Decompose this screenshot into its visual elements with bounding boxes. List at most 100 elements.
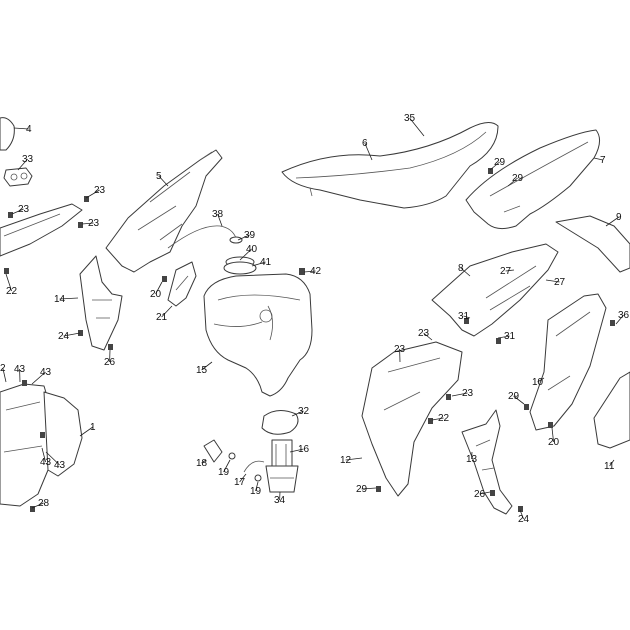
callout-18: 18 <box>196 458 208 469</box>
hardware-bolts <box>4 168 615 512</box>
callout-number: 17 <box>234 477 246 488</box>
callout-number: 32 <box>298 406 310 417</box>
callout-number: 6 <box>362 138 368 149</box>
callout-number: 14 <box>54 294 66 305</box>
leader-line <box>479 491 491 495</box>
leader-line <box>158 175 169 187</box>
callout-23: 23 <box>11 204 30 215</box>
callout-13: 13 <box>466 451 478 465</box>
leader-line <box>201 361 213 371</box>
part-fuel-tank <box>203 273 313 397</box>
callout-number: 23 <box>462 388 474 399</box>
leader-line <box>223 459 231 473</box>
leader-line <box>237 234 250 241</box>
callout-number: 11 <box>604 461 615 472</box>
callout-number: 24 <box>518 514 530 525</box>
callout-33: 33 <box>17 154 34 171</box>
callout-29: 29 <box>356 484 377 495</box>
callout-number: 20 <box>548 437 560 448</box>
leader-line <box>81 222 94 225</box>
leader-line <box>519 509 524 520</box>
callout-number: 40 <box>246 244 258 255</box>
callout-26: 26 <box>474 489 491 500</box>
part-fuel-cap <box>223 236 257 275</box>
leader-line <box>289 448 304 453</box>
callout-42: 42 <box>303 266 322 277</box>
callout-41: 41 <box>251 257 272 268</box>
leader-line <box>551 427 554 443</box>
leader-line <box>605 216 620 227</box>
leader-line <box>13 127 29 130</box>
callout-number: 21 <box>156 312 168 323</box>
callout-number: 20 <box>150 289 162 300</box>
leader-line <box>41 447 46 463</box>
callout-23: 23 <box>418 328 433 341</box>
callout-number: 28 <box>38 498 50 509</box>
callout-number: 23 <box>94 185 106 196</box>
part-breather-hose <box>167 225 237 249</box>
part-side-bracket-21 <box>167 261 197 307</box>
callout-29: 29 <box>489 157 506 171</box>
callout-16: 16 <box>289 444 310 455</box>
callout-17: 17 <box>234 473 247 488</box>
leader-line <box>239 473 247 483</box>
callout-43: 43 <box>31 367 52 385</box>
callout-20: 20 <box>150 281 163 300</box>
callout-20: 20 <box>548 427 560 448</box>
part-seat <box>281 122 499 209</box>
callout-number: 43 <box>40 367 52 378</box>
callout-27: 27 <box>500 266 515 277</box>
leader-line <box>345 457 363 461</box>
leader-line <box>545 279 560 283</box>
callout-number: 23 <box>18 204 30 215</box>
leader-line <box>201 459 207 464</box>
bolt-42 <box>299 268 305 275</box>
leader-line <box>161 305 173 318</box>
callout-11: 11 <box>604 459 615 472</box>
part-headlight-mask <box>0 117 15 151</box>
callout-38: 38 <box>212 209 224 227</box>
part-fuel-hose <box>243 460 265 473</box>
leader-line <box>217 213 223 227</box>
callout-number: 23 <box>394 344 406 355</box>
leader-line <box>537 377 545 383</box>
callout-number: 19 <box>218 467 230 478</box>
callout-22: 22 <box>431 413 450 424</box>
callout-35: 35 <box>404 113 425 137</box>
callout-number: 31 <box>458 311 470 322</box>
callout-6: 6 <box>362 138 373 161</box>
callout-29: 29 <box>507 173 524 187</box>
callout-31: 31 <box>497 331 516 342</box>
leader-line <box>255 481 259 492</box>
callout-43: 43 <box>45 451 66 471</box>
callout-number: 27 <box>554 277 566 288</box>
leader-line <box>31 502 44 509</box>
callout-39: 39 <box>237 230 256 241</box>
callout-number: 26 <box>104 357 116 368</box>
callout-layer: 4332323232251424263839404142202115635292… <box>0 113 630 525</box>
leader-line <box>505 269 515 272</box>
leader-line <box>2 367 7 383</box>
callout-10: 10 <box>532 377 545 388</box>
callout-15: 15 <box>196 361 213 376</box>
leader-line <box>303 270 316 273</box>
leader-line <box>609 459 615 467</box>
leader-line <box>45 451 60 466</box>
callout-19: 19 <box>250 481 262 497</box>
part-frame-guard-left <box>79 255 123 351</box>
callout-number: 22 <box>6 286 18 297</box>
leader-line <box>507 177 518 187</box>
leader-line <box>59 297 79 300</box>
leader-line <box>17 158 28 171</box>
callout-1: 1 <box>79 422 96 437</box>
leader-line <box>431 417 444 421</box>
callout-2: 2 <box>0 363 7 383</box>
callout-number: 22 <box>438 413 450 424</box>
callout-number: 10 <box>532 377 544 388</box>
callout-26: 26 <box>104 349 116 368</box>
leader-line <box>79 426 94 437</box>
callout-number: 43 <box>14 364 26 375</box>
callout-number: 33 <box>22 154 34 165</box>
